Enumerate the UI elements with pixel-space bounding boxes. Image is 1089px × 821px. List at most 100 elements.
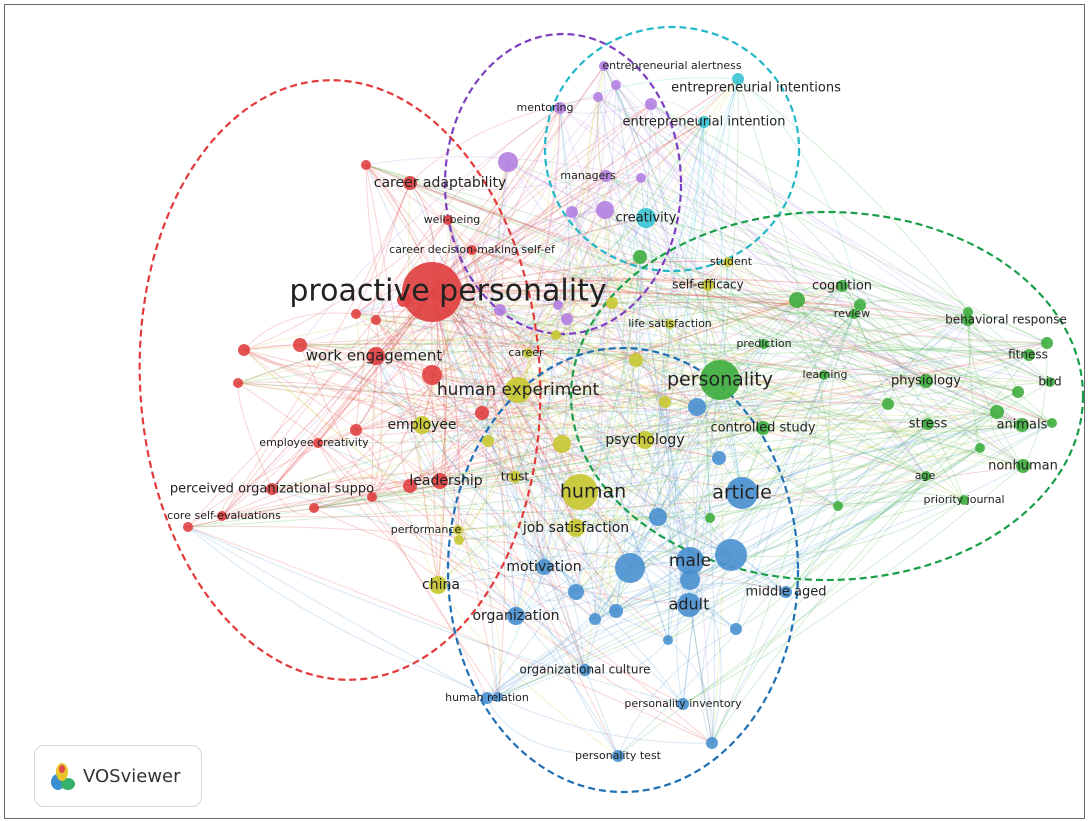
unlabeled-node[interactable] — [494, 304, 506, 316]
node-prediction[interactable] — [759, 339, 769, 349]
unlabeled-node[interactable] — [551, 330, 561, 340]
unlabeled-node[interactable] — [963, 307, 973, 317]
unlabeled-node[interactable] — [596, 201, 614, 219]
node-career-adaptability[interactable] — [403, 176, 417, 190]
unlabeled-node[interactable] — [475, 406, 489, 420]
node-well-being[interactable] — [443, 215, 453, 225]
node-self-efficacy[interactable] — [702, 279, 714, 291]
node-animals[interactable] — [1015, 418, 1029, 432]
node-human-relation[interactable] — [481, 692, 493, 704]
node-managers[interactable] — [600, 170, 612, 182]
node-review[interactable] — [849, 309, 859, 319]
node-entrepreneurial-intention[interactable] — [698, 116, 710, 128]
unlabeled-node[interactable] — [561, 313, 573, 325]
node-adult[interactable] — [677, 593, 701, 617]
unlabeled-node[interactable] — [566, 206, 578, 218]
node-physiology[interactable] — [919, 374, 933, 388]
unlabeled-node[interactable] — [680, 570, 700, 590]
unlabeled-node[interactable] — [403, 479, 417, 493]
unlabeled-node[interactable] — [730, 623, 742, 635]
unlabeled-node[interactable] — [498, 152, 518, 172]
unlabeled-node[interactable] — [688, 398, 706, 416]
node-career[interactable] — [523, 348, 533, 358]
node-psychology[interactable] — [636, 431, 654, 449]
unlabeled-node[interactable] — [606, 297, 618, 309]
node-trust[interactable] — [509, 471, 521, 483]
node-entrepreneurial-intentions[interactable] — [732, 73, 744, 85]
unlabeled-node[interactable] — [371, 315, 381, 325]
node-creativity[interactable] — [636, 208, 656, 228]
node-job-satisfaction[interactable] — [567, 519, 585, 537]
unlabeled-node[interactable] — [553, 435, 571, 453]
unlabeled-node[interactable] — [589, 613, 601, 625]
node-personality-test[interactable] — [612, 750, 624, 762]
unlabeled-node[interactable] — [351, 309, 361, 319]
node-cognition[interactable] — [836, 280, 848, 292]
node-controlled-study[interactable] — [756, 421, 770, 435]
unlabeled-node[interactable] — [715, 539, 747, 571]
node-human[interactable] — [562, 474, 598, 510]
node-nonhuman[interactable] — [1016, 459, 1030, 473]
unlabeled-node[interactable] — [611, 80, 621, 90]
unlabeled-node[interactable] — [712, 451, 726, 465]
unlabeled-node[interactable] — [238, 344, 250, 356]
unlabeled-node[interactable] — [649, 508, 667, 526]
unlabeled-node[interactable] — [568, 584, 584, 600]
node-career-decision-making-self-ef[interactable] — [467, 245, 477, 255]
node-china[interactable] — [429, 576, 447, 594]
unlabeled-node[interactable] — [854, 299, 866, 311]
node-article[interactable] — [726, 477, 758, 509]
unlabeled-node[interactable] — [706, 737, 718, 749]
node-male[interactable] — [676, 547, 704, 575]
node-organization[interactable] — [507, 607, 525, 625]
unlabeled-node[interactable] — [789, 292, 805, 308]
node-organizational-culture[interactable] — [579, 664, 591, 676]
node-age[interactable] — [921, 471, 931, 481]
unlabeled-node[interactable] — [629, 353, 643, 367]
node-work-engagement[interactable] — [367, 347, 385, 365]
node-human-experiment[interactable] — [505, 377, 531, 403]
node-proactive-personality[interactable] — [402, 262, 462, 322]
unlabeled-node[interactable] — [233, 378, 243, 388]
node-student[interactable] — [723, 257, 733, 267]
node-core-self-evaluations[interactable] — [217, 511, 227, 521]
node-entrepreneurial-alertness[interactable] — [599, 61, 609, 71]
unlabeled-node[interactable] — [975, 443, 985, 453]
unlabeled-node[interactable] — [293, 338, 307, 352]
unlabeled-node[interactable] — [1041, 337, 1053, 349]
unlabeled-node[interactable] — [361, 160, 371, 170]
node-priority-journal[interactable] — [959, 495, 969, 505]
node-behavioral-response[interactable] — [962, 314, 974, 326]
node-stress[interactable] — [922, 418, 934, 430]
unlabeled-node[interactable] — [663, 635, 673, 645]
unlabeled-node[interactable] — [309, 503, 319, 513]
unlabeled-node[interactable] — [454, 535, 464, 545]
node-employee[interactable] — [413, 416, 431, 434]
unlabeled-node[interactable] — [833, 501, 843, 511]
unlabeled-node[interactable] — [183, 522, 193, 532]
unlabeled-node[interactable] — [705, 513, 715, 523]
unlabeled-node[interactable] — [636, 173, 646, 183]
node-bird[interactable] — [1045, 377, 1055, 387]
unlabeled-node[interactable] — [882, 398, 894, 410]
node-leadership[interactable] — [432, 473, 448, 489]
unlabeled-node[interactable] — [615, 553, 645, 583]
unlabeled-node[interactable] — [1012, 386, 1024, 398]
node-fitness[interactable] — [1023, 349, 1035, 361]
node-life-satisfaction[interactable] — [665, 319, 675, 329]
unlabeled-node[interactable] — [1047, 418, 1057, 428]
node-motivation[interactable] — [536, 559, 552, 575]
unlabeled-node[interactable] — [609, 604, 623, 618]
unlabeled-node[interactable] — [659, 396, 671, 408]
node-mentoring[interactable] — [554, 102, 566, 114]
node-learning[interactable] — [819, 370, 829, 380]
unlabeled-node[interactable] — [553, 300, 563, 310]
unlabeled-node[interactable] — [422, 365, 442, 385]
unlabeled-node[interactable] — [367, 492, 377, 502]
node-performance[interactable] — [453, 525, 463, 535]
unlabeled-node[interactable] — [482, 435, 494, 447]
unlabeled-node[interactable] — [990, 405, 1004, 419]
unlabeled-node[interactable] — [645, 98, 657, 110]
unlabeled-node[interactable] — [493, 692, 503, 702]
node-personality[interactable] — [700, 360, 740, 400]
